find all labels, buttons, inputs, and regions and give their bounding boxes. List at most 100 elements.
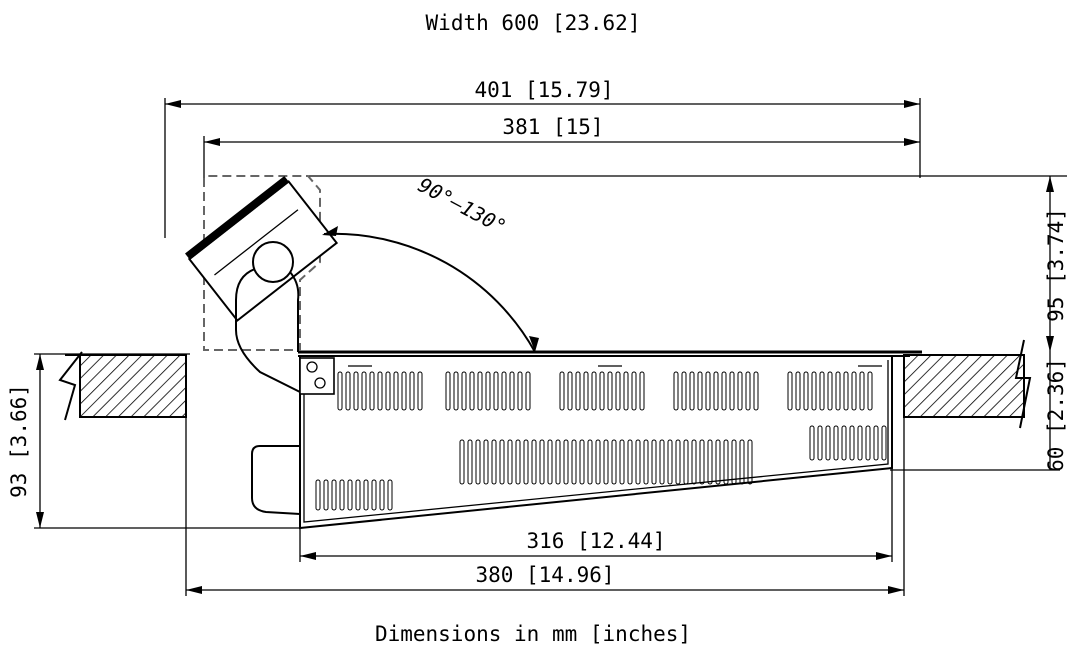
vent-slot [499,439,505,485]
vent-slot [467,439,473,485]
vent-slot [353,371,359,411]
vent-slot [731,439,737,485]
bottom-outer-label: 380 [14.96] [475,563,614,587]
dimension-height-open: 95 [3.74] [1044,176,1067,352]
vent-slot [707,439,713,485]
vent-slot [745,371,751,411]
vent-slot [619,439,625,485]
vent-slot [315,479,321,511]
vent-slot [723,439,729,485]
vent-slot [811,371,817,411]
vent-slot [477,371,483,411]
vent-slot [635,439,641,485]
vent-slot [859,371,865,411]
vent-slot [651,439,657,485]
unit-body [251,350,922,530]
vent-slot [567,371,573,411]
vent-slot [587,439,593,485]
vent-slot [623,371,629,411]
vent-slot [371,479,377,511]
vent-slot [817,425,823,461]
vent-slot [531,439,537,485]
vent-slot [409,371,415,411]
vent-slot [705,371,711,411]
vent-slot [681,371,687,411]
dimension-height-right: 60 [2.36] [890,352,1067,472]
vent-slot [595,439,601,485]
vent-slot [599,371,605,411]
vent-slot [683,439,689,485]
vent-slot [387,479,393,511]
vent-slot [361,371,367,411]
vent-slot [461,371,467,411]
vent-slot [881,425,887,461]
vent-slot [575,371,581,411]
vent-slot [843,371,849,411]
vent-slot [445,371,451,411]
vent-slot [345,371,351,411]
vent-slot [517,371,523,411]
inner-top-label: 381 [15] [502,115,603,139]
vent-slot [627,439,633,485]
vent-slot [417,371,423,411]
vent-slot [691,439,697,485]
vent-slot [699,439,705,485]
vent-slot [795,371,801,411]
height-right-label: 60 [2.36] [1044,358,1067,472]
vent-slot [507,439,513,485]
vent-slot [721,371,727,411]
counter-section-left [58,351,187,421]
vent-slot [673,371,679,411]
vent-slot [523,439,529,485]
vent-slot [803,371,809,411]
counter-section-right [903,339,1032,429]
vent-slot [841,425,847,461]
angle-label: 90°–130° [414,173,510,239]
vent-slot [825,425,831,461]
vent-slot [323,479,329,511]
vent-slot [355,479,361,511]
vent-slot [591,371,597,411]
dimension-inner-top: 381 [15] [203,115,920,178]
vent-slot [459,439,465,485]
hinge-block [299,357,335,395]
vent-slot [659,439,665,485]
vent-slot [867,371,873,411]
vent-slot [615,371,621,411]
dimension-bottom-outer: 380 [14.96] [185,417,905,596]
vent-slot [337,371,343,411]
vent-slot [401,371,407,411]
vent-slot [607,371,613,411]
vent-slot [697,371,703,411]
vent-slot [819,371,825,411]
vent-slot [555,439,561,485]
height-left-label: 93 [3.66] [7,384,31,498]
lid-open [185,175,339,393]
vent-slot [827,371,833,411]
vent-slot [331,479,337,511]
vent-slot [525,371,531,411]
vent-slot [737,371,743,411]
vent-slots [315,365,887,511]
vent-slot [809,425,815,461]
vent-slot [485,371,491,411]
footer-label: Dimensions in mm [inches] [375,622,691,646]
vent-slot [611,439,617,485]
dimension-height-left: 93 [3.66] [7,353,300,529]
vent-slot [639,371,645,411]
vent-slot [753,371,759,411]
vent-slot [857,425,863,461]
vent-slot [483,439,489,485]
vent-slot [579,439,585,485]
vent-slot [571,439,577,485]
vent-slot [475,439,481,485]
vent-slot [715,439,721,485]
vent-slot [603,439,609,485]
vent-slot [865,425,871,461]
vent-slot [379,479,385,511]
title-label: Width 600 [23.62] [426,11,641,35]
vent-slot [643,439,649,485]
vent-slot [835,371,841,411]
vent-slot [339,479,345,511]
vent-slot [689,371,695,411]
